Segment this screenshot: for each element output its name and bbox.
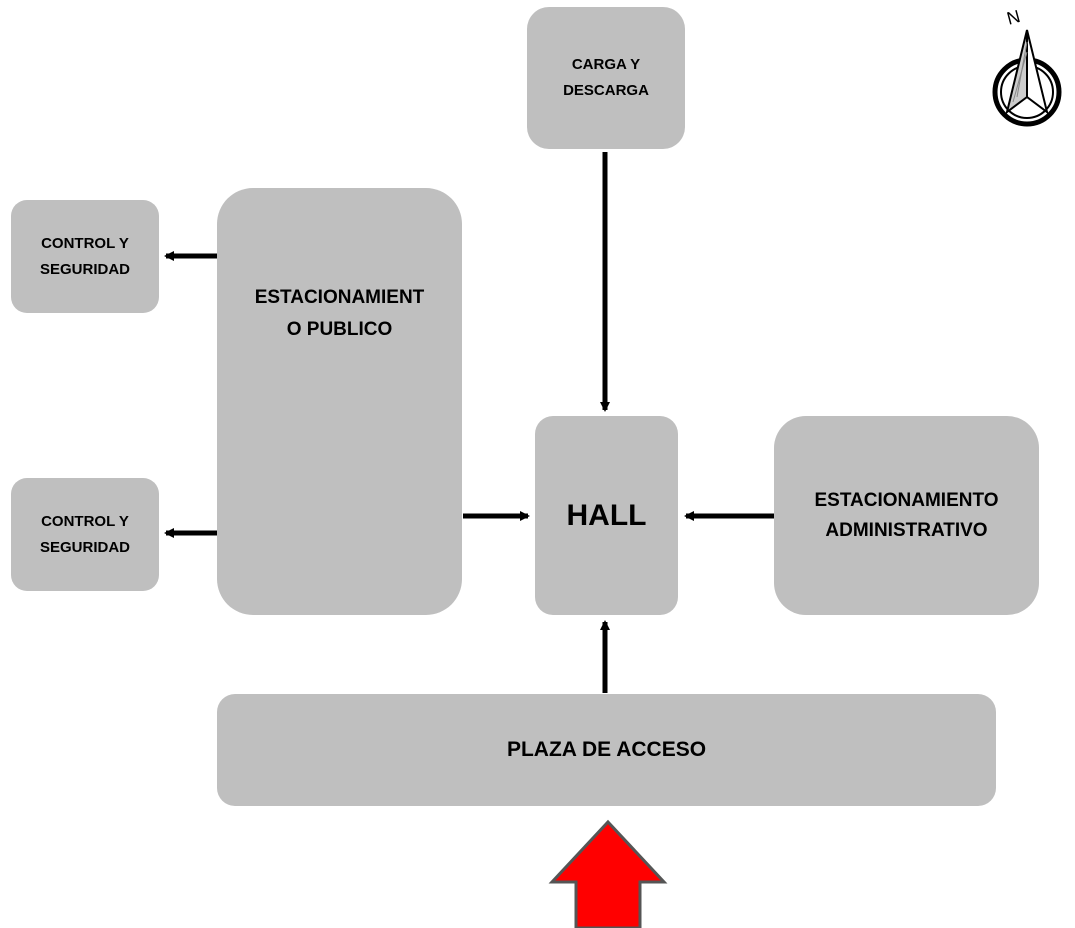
- node-control-y-seguridad-bottom: CONTROL Y SEGURIDAD: [11, 478, 159, 591]
- node-control-y-seguridad-top: CONTROL Y SEGURIDAD: [11, 200, 159, 313]
- node-estacionamiento-publico: ESTACIONAMIENT O PUBLICO: [217, 188, 462, 615]
- entrance-arrow-icon: [548, 819, 668, 928]
- compass-north-label: N: [1005, 6, 1023, 29]
- node-label: CONTROL Y SEGURIDAD: [39, 512, 130, 556]
- node-label: CONTROL Y SEGURIDAD: [39, 234, 130, 278]
- node-label: ESTACIONAMIENTO ADMINISTRATIVO: [814, 489, 999, 541]
- node-label: ESTACIONAMIENT O PUBLICO: [254, 286, 425, 340]
- node-label: CARGA Y DESCARGA: [563, 56, 649, 99]
- node-hall: HALL: [535, 416, 678, 615]
- node-carga-y-descarga: CARGA Y DESCARGA: [527, 7, 685, 149]
- north-compass-icon: N: [992, 6, 1062, 127]
- node-label: PLAZA DE ACCESO: [506, 738, 707, 761]
- node-label: HALL: [566, 498, 647, 532]
- node-plaza-de-acceso: PLAZA DE ACCESO: [217, 694, 996, 806]
- node-estacionamiento-administrativo: ESTACIONAMIENTO ADMINISTRATIVO: [774, 416, 1039, 615]
